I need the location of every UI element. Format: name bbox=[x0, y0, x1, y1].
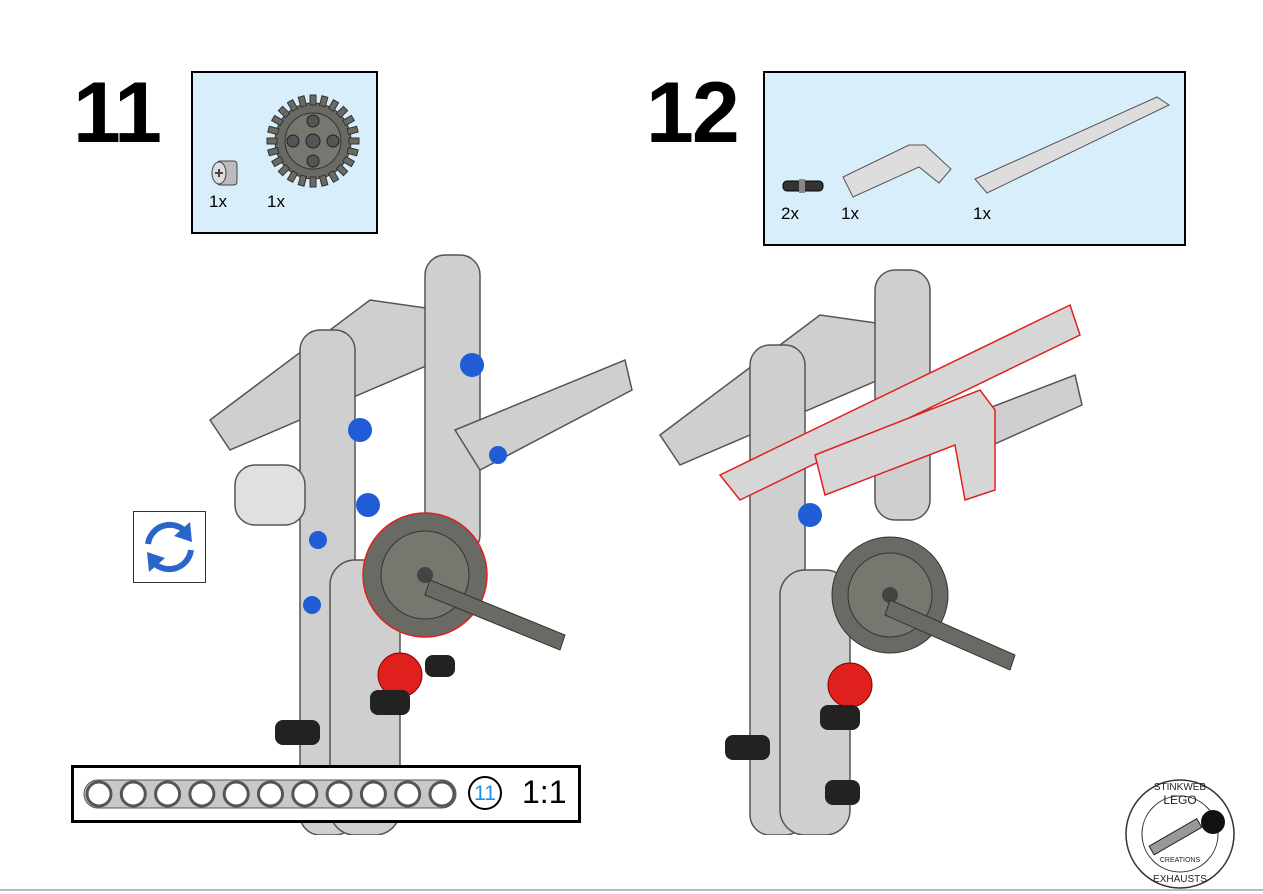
parts-callout: 1x 1x bbox=[191, 71, 378, 234]
part-quantity: 1x bbox=[841, 204, 859, 223]
beam-hole bbox=[119, 780, 147, 808]
step-number: 11 bbox=[73, 65, 162, 161]
beam-hole bbox=[394, 780, 422, 808]
model-assembly-step-11 bbox=[208, 254, 633, 835]
part-quantity: 1x bbox=[209, 192, 227, 211]
beam-hole bbox=[257, 780, 284, 808]
page-bottom-rule bbox=[0, 889, 1263, 891]
scale-label: 1:1 bbox=[522, 774, 567, 810]
part-quantity: 1x bbox=[973, 204, 991, 223]
rotate-model-button bbox=[133, 511, 206, 583]
step-number: 12 bbox=[646, 65, 740, 161]
beam-hole bbox=[154, 780, 182, 808]
beam-hole bbox=[359, 780, 387, 808]
bush-part-icon bbox=[211, 160, 238, 186]
straight-beam-part-icon bbox=[974, 96, 1171, 194]
svg-text:STINKWEB: STINKWEB bbox=[1154, 782, 1207, 793]
beam-length-ruler: 11 1:1 bbox=[71, 765, 581, 823]
svg-text:EXHAUSTS: EXHAUSTS bbox=[1153, 874, 1207, 885]
beam-hole bbox=[428, 780, 456, 808]
beam-hole bbox=[222, 780, 250, 808]
l-beam-part-icon bbox=[842, 144, 952, 198]
parts-callout: 2x 1x 1x bbox=[763, 71, 1186, 246]
rotate-model-icon bbox=[145, 521, 194, 573]
part-quantity: 2x bbox=[781, 204, 799, 223]
beam-hole bbox=[325, 780, 353, 808]
beam-hole bbox=[188, 780, 216, 808]
beam-hole bbox=[291, 780, 319, 808]
beam-11-icon bbox=[83, 779, 457, 809]
model-assembly-step-12 bbox=[658, 269, 1083, 835]
beam-hole bbox=[85, 780, 113, 808]
beam-length-badge: 11 bbox=[468, 776, 502, 810]
svg-text:LEGO: LEGO bbox=[1163, 793, 1196, 807]
gear-part-icon bbox=[266, 94, 360, 188]
stinkweb-exhausts-logo: LEGO CREATIONS STINKWEB EXHAUSTS bbox=[1125, 779, 1235, 889]
svg-text:CREATIONS: CREATIONS bbox=[1160, 857, 1201, 864]
part-quantity: 1x bbox=[267, 192, 285, 211]
axle-pin-part-icon bbox=[782, 179, 824, 193]
